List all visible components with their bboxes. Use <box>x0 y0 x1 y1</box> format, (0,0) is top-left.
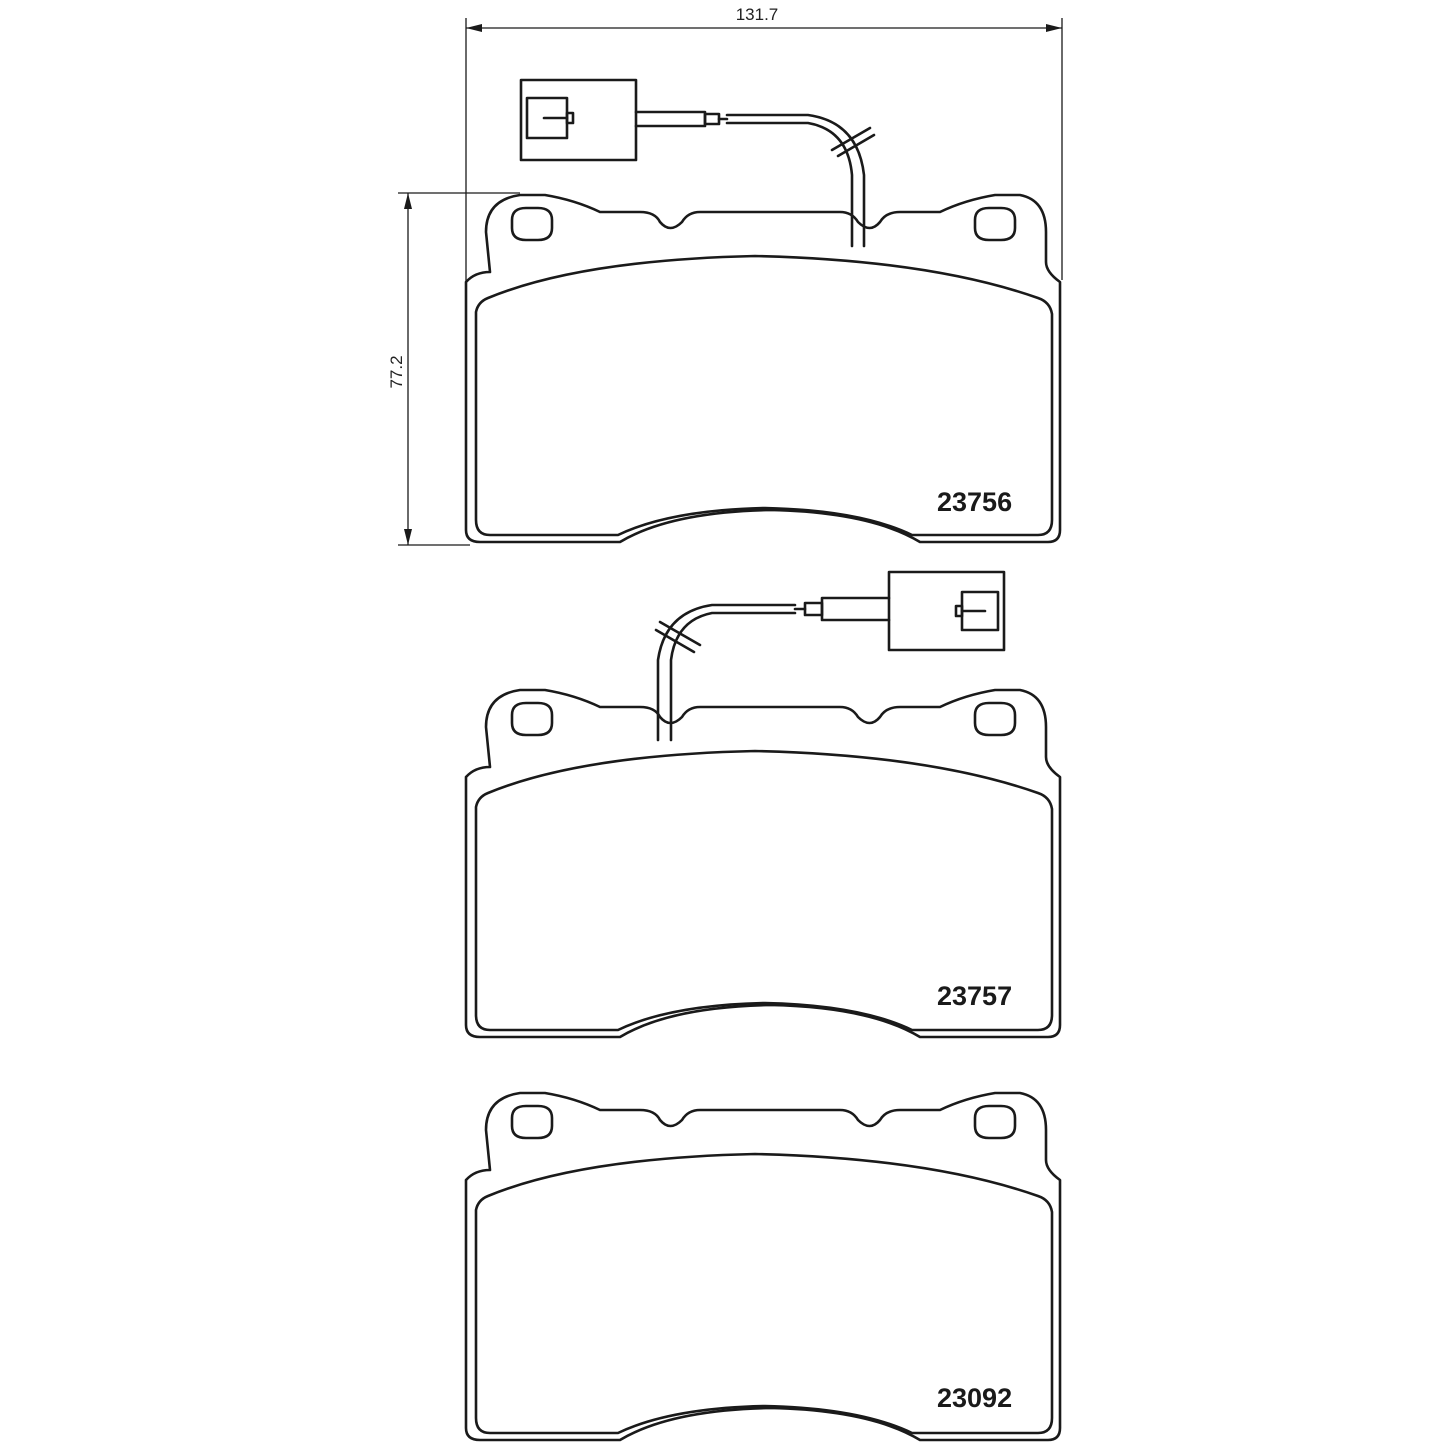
part-number-label: 23092 <box>937 1383 1012 1413</box>
part-number-label: 23757 <box>937 981 1012 1011</box>
height-dimension-label: 77.2 <box>387 355 406 388</box>
brake-pad-23757: 23757 <box>464 570 1062 1039</box>
wear-sensor <box>654 570 1006 742</box>
wear-sensor <box>519 78 876 248</box>
width-dimension: 131.7 <box>465 5 1063 285</box>
height-dimension: 77.2 <box>387 192 520 546</box>
brake-pad-23092: 23092 <box>464 1091 1062 1442</box>
brake-pad-23756: 23756 <box>464 78 1062 544</box>
width-dimension-label: 131.7 <box>736 5 779 24</box>
part-number-label: 23756 <box>937 487 1012 517</box>
